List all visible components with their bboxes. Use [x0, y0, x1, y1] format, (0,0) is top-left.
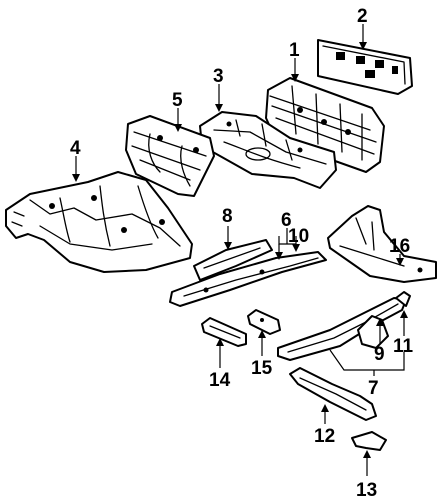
part-11-rail-end [395, 291, 411, 307]
leader-lines [72, 24, 408, 476]
part-14-bracket [201, 317, 247, 347]
part-7-rear-side-rail [277, 297, 407, 361]
part-12-crossmember [289, 367, 377, 421]
part-4-front-floor-pan [5, 171, 193, 273]
part-3-rear-floor-pan [199, 111, 337, 189]
part-8-rail-extension [193, 239, 273, 281]
callout-4: 4 [70, 138, 81, 159]
callout-11: 11 [393, 336, 414, 357]
callout-5: 5 [172, 90, 183, 111]
callout-9: 9 [374, 344, 385, 365]
callout-10: 10 [288, 226, 309, 247]
callout-14: 14 [209, 370, 231, 391]
callout-2: 2 [357, 6, 368, 27]
part-15-reinforcement [247, 309, 281, 335]
part-5-seat-back-panel [125, 115, 215, 197]
callout-13: 13 [356, 480, 377, 500]
callout-12: 12 [314, 426, 335, 447]
part-10-side-rail [169, 251, 327, 307]
callout-1: 1 [289, 40, 300, 61]
callout-15: 15 [251, 358, 273, 379]
callout-6: 6 [281, 210, 292, 231]
callout-7: 7 [368, 378, 379, 399]
callout-3: 3 [213, 66, 224, 87]
part-16-wheelhouse-extension [327, 205, 437, 283]
part-2-rear-panel [317, 39, 413, 95]
callout-16: 16 [389, 236, 410, 257]
part-13-gusset [351, 431, 387, 451]
callout-8: 8 [222, 206, 233, 227]
callout-labels: 1 2 3 4 5 6 7 8 9 10 11 12 13 14 15 16 [70, 6, 414, 500]
